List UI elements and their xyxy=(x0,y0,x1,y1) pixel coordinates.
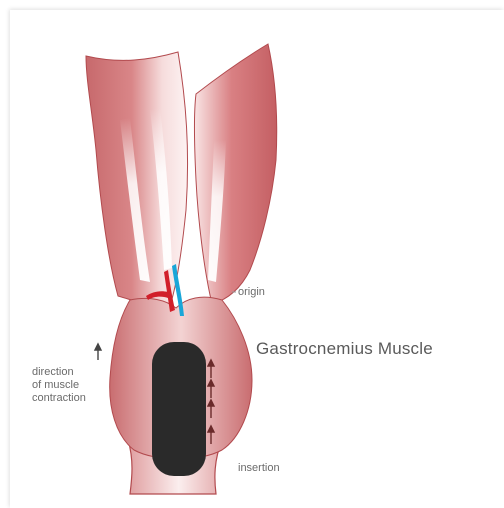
insertion-label: insertion xyxy=(238,462,280,475)
direction-label-line2: of muscle xyxy=(32,379,86,392)
origin-label: origin xyxy=(238,286,265,299)
direction-label: direction of muscle contraction xyxy=(32,366,86,405)
direction-label-line3: contraction xyxy=(32,392,86,405)
muscle-right-head xyxy=(195,44,277,304)
diagram-title: Gastrocnemius Muscle xyxy=(256,339,433,359)
direction-arrow-icon xyxy=(95,344,101,360)
direction-label-line1: direction xyxy=(32,366,86,379)
bone xyxy=(152,342,206,476)
